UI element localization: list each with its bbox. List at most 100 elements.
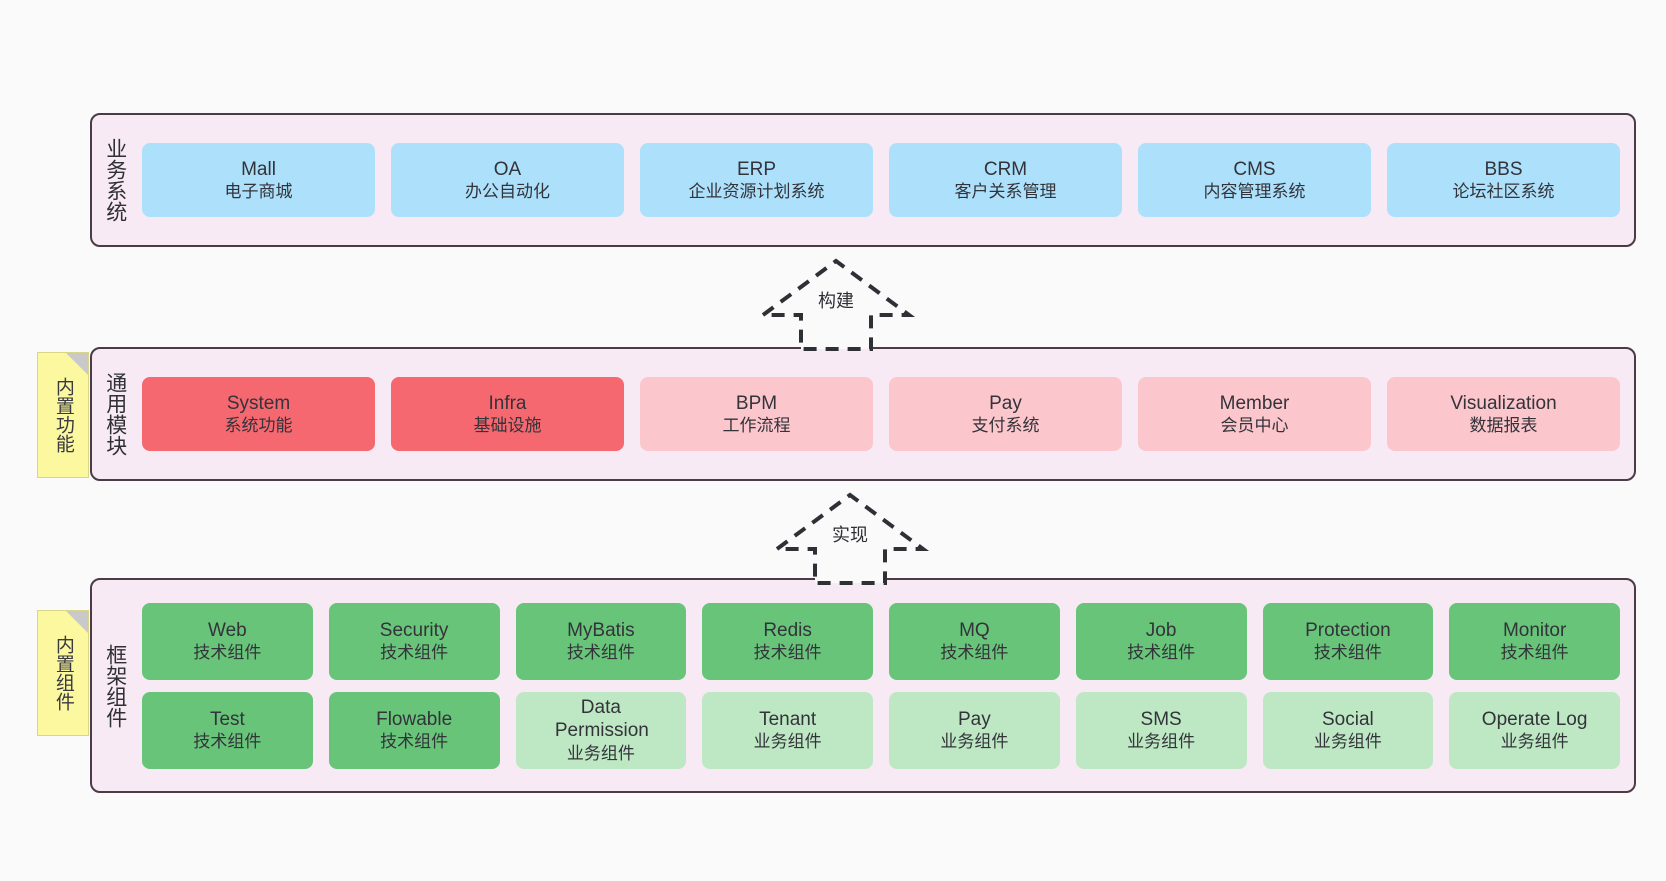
node-label-cn: 业务组件 bbox=[566, 744, 635, 763]
node-label-en: Test bbox=[209, 708, 245, 730]
node-label-en: System bbox=[226, 392, 291, 414]
layer-title-business-system: 业务系统 bbox=[103, 138, 127, 222]
node-label-en: MyBatis bbox=[567, 619, 635, 641]
node-label-cn: 企业资源计划系统 bbox=[688, 182, 825, 202]
node-test[interactable]: Test 技术组件 bbox=[142, 691, 313, 769]
node-label-en: ERP bbox=[736, 158, 777, 180]
node-pay-component[interactable]: Pay 业务组件 bbox=[889, 691, 1060, 769]
node-label-en: Infra bbox=[488, 392, 527, 414]
node-label-cn: 技术组件 bbox=[380, 732, 449, 752]
node-label-cn: 系统功能 bbox=[224, 416, 293, 436]
node-web[interactable]: Web 技术组件 bbox=[142, 602, 313, 680]
note-builtin-component: 内置组件 bbox=[37, 610, 89, 736]
node-infra[interactable]: Infra 基础设施 bbox=[391, 377, 624, 451]
node-label-cn: 技术组件 bbox=[566, 643, 635, 663]
node-label-en: Web bbox=[208, 619, 247, 641]
node-label-en: Protection bbox=[1305, 619, 1391, 641]
node-label-en: Pay bbox=[989, 392, 1022, 414]
node-label-en: Pay bbox=[958, 708, 991, 730]
node-label-en: BPM bbox=[735, 392, 778, 414]
node-label-cn: 办公自动化 bbox=[465, 182, 550, 202]
node-label-en: Redis bbox=[763, 619, 812, 641]
node-crm[interactable]: CRM 客户关系管理 bbox=[889, 143, 1122, 217]
node-label-cn: 会员中心 bbox=[1220, 416, 1289, 436]
layer-title-common-module: 通用模块 bbox=[103, 372, 127, 456]
node-label-cn: 内容管理系统 bbox=[1203, 182, 1306, 202]
node-flowable[interactable]: Flowable 技术组件 bbox=[328, 691, 500, 769]
layer-title-framework-component: 框架组件 bbox=[103, 643, 127, 728]
layer-common-module: 通用模块 System 系统功能 Infra 基础设施 BPM 工作流程 Pay… bbox=[90, 347, 1636, 481]
node-label-en: Visualization bbox=[1450, 392, 1557, 414]
node-row: Mall 电子商城 OA 办公自动化 ERP 企业资源计划系统 CRM 客户关系… bbox=[142, 143, 1620, 217]
connector-label-build: 构建 bbox=[818, 291, 854, 311]
node-label-cn: 数据报表 bbox=[1469, 416, 1538, 436]
node-label-cn: 业务组件 bbox=[1500, 732, 1569, 752]
node-label-en: SMS bbox=[1140, 708, 1182, 730]
node-label-en: Operate Log bbox=[1481, 708, 1588, 730]
node-label-en: BBS bbox=[1484, 158, 1523, 180]
node-bbs[interactable]: BBS 论坛社区系统 bbox=[1387, 143, 1620, 217]
node-protection[interactable]: Protection 技术组件 bbox=[1262, 602, 1434, 680]
node-label-cn: 论坛社区系统 bbox=[1452, 182, 1555, 202]
layer-body-common-module: System 系统功能 Infra 基础设施 BPM 工作流程 Pay 支付系统… bbox=[138, 349, 1634, 479]
node-label-cn: 基础设施 bbox=[473, 416, 542, 436]
node-label-cn: 技术组件 bbox=[1127, 643, 1196, 663]
layer-body-framework-component: Web 技术组件 Security 技术组件 MyBatis 技术组件 Redi… bbox=[138, 580, 1634, 791]
node-label-en: Flowable bbox=[376, 708, 453, 730]
layer-body-business-system: Mall 电子商城 OA 办公自动化 ERP 企业资源计划系统 CRM 客户关系… bbox=[138, 115, 1634, 245]
node-label-cn: 技术组件 bbox=[193, 643, 262, 663]
node-label-cn: 技术组件 bbox=[940, 643, 1009, 663]
node-member[interactable]: Member 会员中心 bbox=[1138, 377, 1371, 451]
node-redis[interactable]: Redis 技术组件 bbox=[702, 602, 873, 680]
node-data-permission[interactable]: Data Permission 业务组件 bbox=[515, 691, 687, 769]
node-label-en: Monitor bbox=[1502, 619, 1567, 641]
layer-framework-component: 框架组件 Web 技术组件 Security 技术组件 MyBatis 技术组件… bbox=[90, 578, 1636, 793]
node-oa[interactable]: OA 办公自动化 bbox=[391, 143, 624, 217]
node-label-en: MQ bbox=[959, 619, 990, 641]
node-mall[interactable]: Mall 电子商城 bbox=[142, 143, 375, 217]
node-label-cn: 技术组件 bbox=[1313, 643, 1382, 663]
connector-label-implement: 实现 bbox=[832, 525, 868, 545]
node-label-cn: 工作流程 bbox=[722, 416, 791, 436]
node-monitor[interactable]: Monitor 技术组件 bbox=[1449, 602, 1620, 680]
node-label-en: Job bbox=[1145, 619, 1177, 641]
node-label-en: Member bbox=[1219, 392, 1290, 414]
node-label-en: CRM bbox=[983, 158, 1028, 180]
node-row: Web 技术组件 Security 技术组件 MyBatis 技术组件 Redi… bbox=[142, 602, 1620, 680]
node-label-en: Security bbox=[379, 619, 449, 641]
node-cms[interactable]: CMS 内容管理系统 bbox=[1138, 143, 1371, 217]
node-label-cn: 技术组件 bbox=[1500, 643, 1569, 663]
node-label-en: Data Permission bbox=[554, 696, 649, 742]
node-system[interactable]: System 系统功能 bbox=[142, 377, 375, 451]
node-mybatis[interactable]: MyBatis 技术组件 bbox=[515, 602, 687, 680]
node-label-cn: 电子商城 bbox=[224, 182, 293, 202]
node-label-cn: 业务组件 bbox=[1313, 732, 1382, 752]
node-job[interactable]: Job 技术组件 bbox=[1075, 602, 1247, 680]
note-builtin-function: 内置功能 bbox=[37, 352, 89, 478]
node-label-cn: 业务组件 bbox=[1127, 732, 1196, 752]
node-label-en: Social bbox=[1322, 708, 1374, 730]
note-label: 内置功能 bbox=[52, 377, 74, 453]
node-label-en: CMS bbox=[1233, 158, 1276, 180]
node-label-en: OA bbox=[493, 158, 522, 180]
node-visualization[interactable]: Visualization 数据报表 bbox=[1387, 377, 1620, 451]
node-label-en: Tenant bbox=[759, 708, 817, 730]
node-label-cn: 支付系统 bbox=[971, 416, 1040, 436]
node-label-cn: 技术组件 bbox=[193, 732, 262, 752]
node-label-cn: 客户关系管理 bbox=[954, 182, 1057, 202]
node-label-cn: 技术组件 bbox=[753, 643, 822, 663]
connector-implement: 实现 bbox=[770, 489, 930, 585]
node-label-cn: 技术组件 bbox=[380, 643, 449, 663]
node-operate-log[interactable]: Operate Log 业务组件 bbox=[1449, 691, 1620, 769]
note-label: 内置组件 bbox=[52, 635, 74, 711]
connector-build: 构建 bbox=[756, 255, 916, 351]
node-label-cn: 业务组件 bbox=[940, 732, 1009, 752]
node-mq[interactable]: MQ 技术组件 bbox=[889, 602, 1060, 680]
node-erp[interactable]: ERP 企业资源计划系统 bbox=[640, 143, 873, 217]
node-social[interactable]: Social 业务组件 bbox=[1262, 691, 1434, 769]
node-bpm[interactable]: BPM 工作流程 bbox=[640, 377, 873, 451]
node-pay-module[interactable]: Pay 支付系统 bbox=[889, 377, 1122, 451]
node-security[interactable]: Security 技术组件 bbox=[328, 602, 500, 680]
node-sms[interactable]: SMS 业务组件 bbox=[1075, 691, 1247, 769]
node-tenant[interactable]: Tenant 业务组件 bbox=[702, 691, 873, 769]
